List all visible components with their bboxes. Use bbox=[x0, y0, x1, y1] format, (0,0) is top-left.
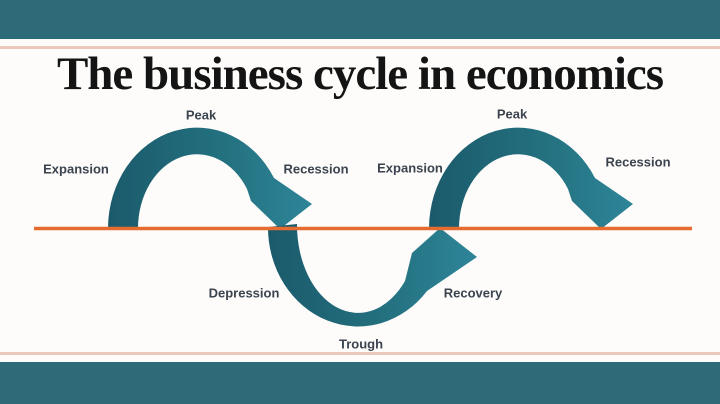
label-expansion-2: Expansion bbox=[377, 160, 443, 176]
page-title: The business cycle in economics bbox=[56, 48, 664, 100]
expansion-recession-arch-arrow-2 bbox=[429, 127, 633, 229]
top-separator-line bbox=[0, 46, 720, 49]
bottom-border-band bbox=[0, 362, 720, 404]
label-recession-2: Recession bbox=[605, 154, 671, 170]
depression-recovery-trough-arrow bbox=[267, 224, 477, 327]
label-recovery: Recovery bbox=[443, 285, 503, 301]
label-depression: Depression bbox=[208, 285, 280, 301]
label-trough: Trough bbox=[338, 336, 384, 352]
expansion-recession-arch-arrow-1 bbox=[108, 127, 312, 229]
label-peak-1: Peak bbox=[185, 107, 217, 123]
top-border-band bbox=[0, 0, 720, 39]
label-recession-1: Recession bbox=[283, 161, 349, 177]
label-expansion-1: Expansion bbox=[43, 161, 109, 177]
bottom-separator-line bbox=[0, 352, 720, 355]
label-peak-2: Peak bbox=[496, 106, 528, 122]
